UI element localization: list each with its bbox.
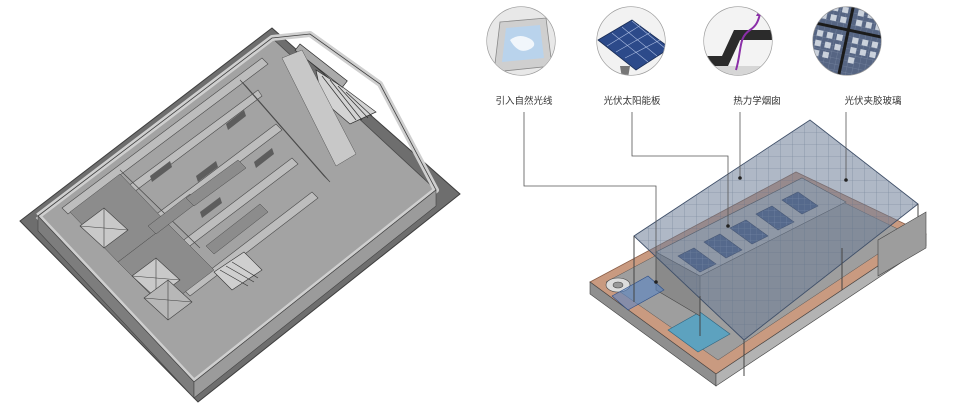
leader-natural-light xyxy=(523,112,657,282)
building-section-axonometric xyxy=(19,27,461,403)
circular-seating xyxy=(605,277,631,293)
wall-face-right xyxy=(193,189,437,399)
thermal-chimney-icon xyxy=(703,6,773,76)
columns xyxy=(633,204,919,376)
pv-laminated-glass-icon xyxy=(812,6,882,76)
skylight-strip xyxy=(611,275,665,311)
leader-lines xyxy=(523,112,847,282)
label-solar-panel: 光伏太阳能板 xyxy=(603,95,661,107)
leader-solar-panel xyxy=(631,112,729,226)
east-wall xyxy=(877,211,927,277)
green-strategy-axonometric xyxy=(589,119,927,387)
skylight-pyramids xyxy=(79,207,193,321)
label-thermal-chimney: 热力学烟囱 xyxy=(733,95,781,107)
atrium-void xyxy=(281,49,357,167)
stair xyxy=(294,43,377,125)
solar-panel-icon xyxy=(596,6,666,76)
window-openings xyxy=(150,110,274,218)
lower-stair xyxy=(213,251,263,291)
pool xyxy=(667,311,731,353)
label-natural-light: 引入自然光线 xyxy=(495,95,553,107)
label-pv-laminated-glass: 光伏夹胶玻璃 xyxy=(844,95,901,107)
leader-dots xyxy=(654,176,848,284)
room-cells xyxy=(69,159,269,309)
skylight-icon xyxy=(486,6,556,76)
